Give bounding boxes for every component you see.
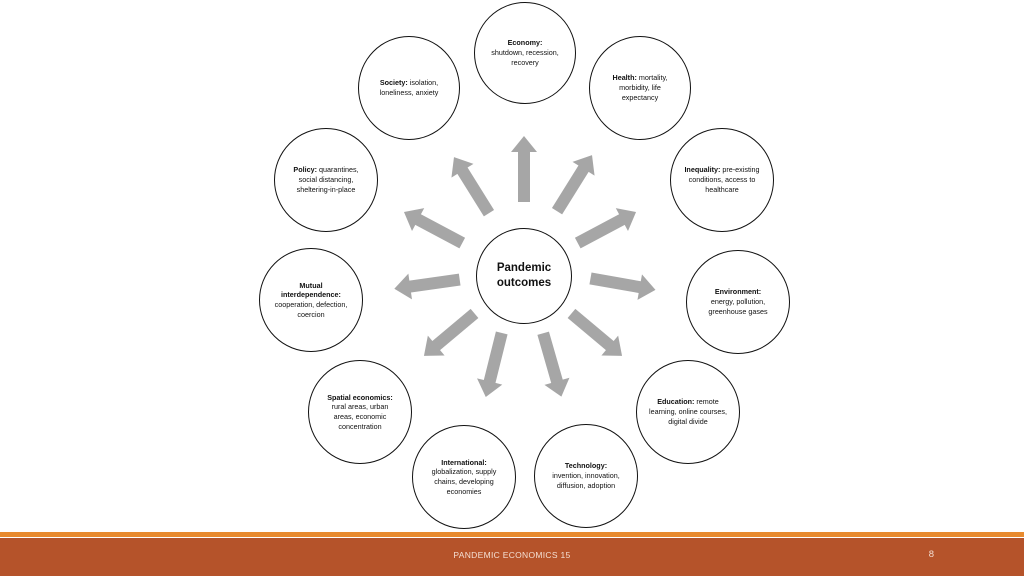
node-international-text: globalization, supply chains, developing…: [431, 467, 497, 496]
node-inequality-heading: Inequality:: [684, 165, 721, 175]
node-mutual-interdependence: Mutual interdependence:cooperation, defe…: [259, 248, 363, 352]
node-technology: Technology:invention, innovation, diffus…: [534, 424, 638, 528]
node-education: Education: remote learning, online cours…: [636, 360, 740, 464]
node-health: Health: mortality, morbidity, life expec…: [589, 36, 691, 140]
node-health-heading: Health:: [612, 73, 637, 83]
node-mutual-interdependence-text: cooperation, defection, coercion: [274, 300, 348, 319]
node-economy-text: shutdown, recession, recovery: [491, 48, 559, 67]
node-inequality: Inequality: pre-existing conditions, acc…: [670, 128, 774, 232]
node-international: International:globalization, supply chai…: [412, 425, 516, 529]
node-environment-heading: Environment:: [714, 287, 762, 297]
footer-title: PANDEMIC ECONOMICS 15: [453, 550, 571, 560]
node-environment-text: energy, pollution, greenhouse gases: [708, 297, 768, 316]
center-line-2: outcomes: [496, 277, 552, 289]
footer-accent-line: [0, 532, 1024, 537]
node-education-text: remote learning, online courses, digital…: [649, 397, 727, 426]
center-line-1: Pandemic: [496, 262, 552, 275]
node-mutual-interdependence-heading: Mutual interdependence:: [281, 280, 341, 300]
footer-bar: PANDEMIC ECONOMICS 15 8: [0, 538, 1024, 576]
node-inequality-text: pre-existing conditions, access to healt…: [688, 165, 760, 194]
node-education-heading: Education:: [657, 397, 695, 407]
node-international-heading: International:: [441, 457, 487, 467]
page-number: 8: [928, 549, 934, 560]
node-technology-text: invention, innovation, diffusion, adopti…: [552, 471, 620, 490]
node-environment: Environment:energy, pollution, greenhous…: [686, 250, 790, 354]
node-health-text: mortality, morbidity, life expectancy: [619, 73, 668, 102]
node-economy: Economy:shutdown, recession, recovery: [474, 2, 576, 104]
center-node: Pandemic outcomes: [476, 228, 572, 324]
node-spatial-economics-heading: Spatial economics:: [327, 392, 393, 402]
node-policy-heading: Policy:: [293, 165, 317, 175]
node-policy: Policy: quarantines, social distancing, …: [274, 128, 378, 232]
node-technology-heading: Technology:: [564, 461, 608, 471]
node-economy-heading: Economy:: [507, 38, 543, 48]
node-spatial-economics-text: rural areas, urban areas, economic conce…: [331, 402, 389, 431]
node-policy-text: quarantines, social distancing, shelteri…: [296, 165, 359, 194]
node-society: Society: isolation, loneliness, anxiety: [358, 36, 460, 140]
node-spatial-economics: Spatial economics:rural areas, urban are…: [308, 360, 412, 464]
node-society-text: isolation, loneliness, anxiety: [379, 78, 439, 97]
node-society-heading: Society:: [379, 78, 408, 88]
pandemic-outcomes-diagram: Economy:shutdown, recession, recovery He…: [259, 2, 790, 529]
